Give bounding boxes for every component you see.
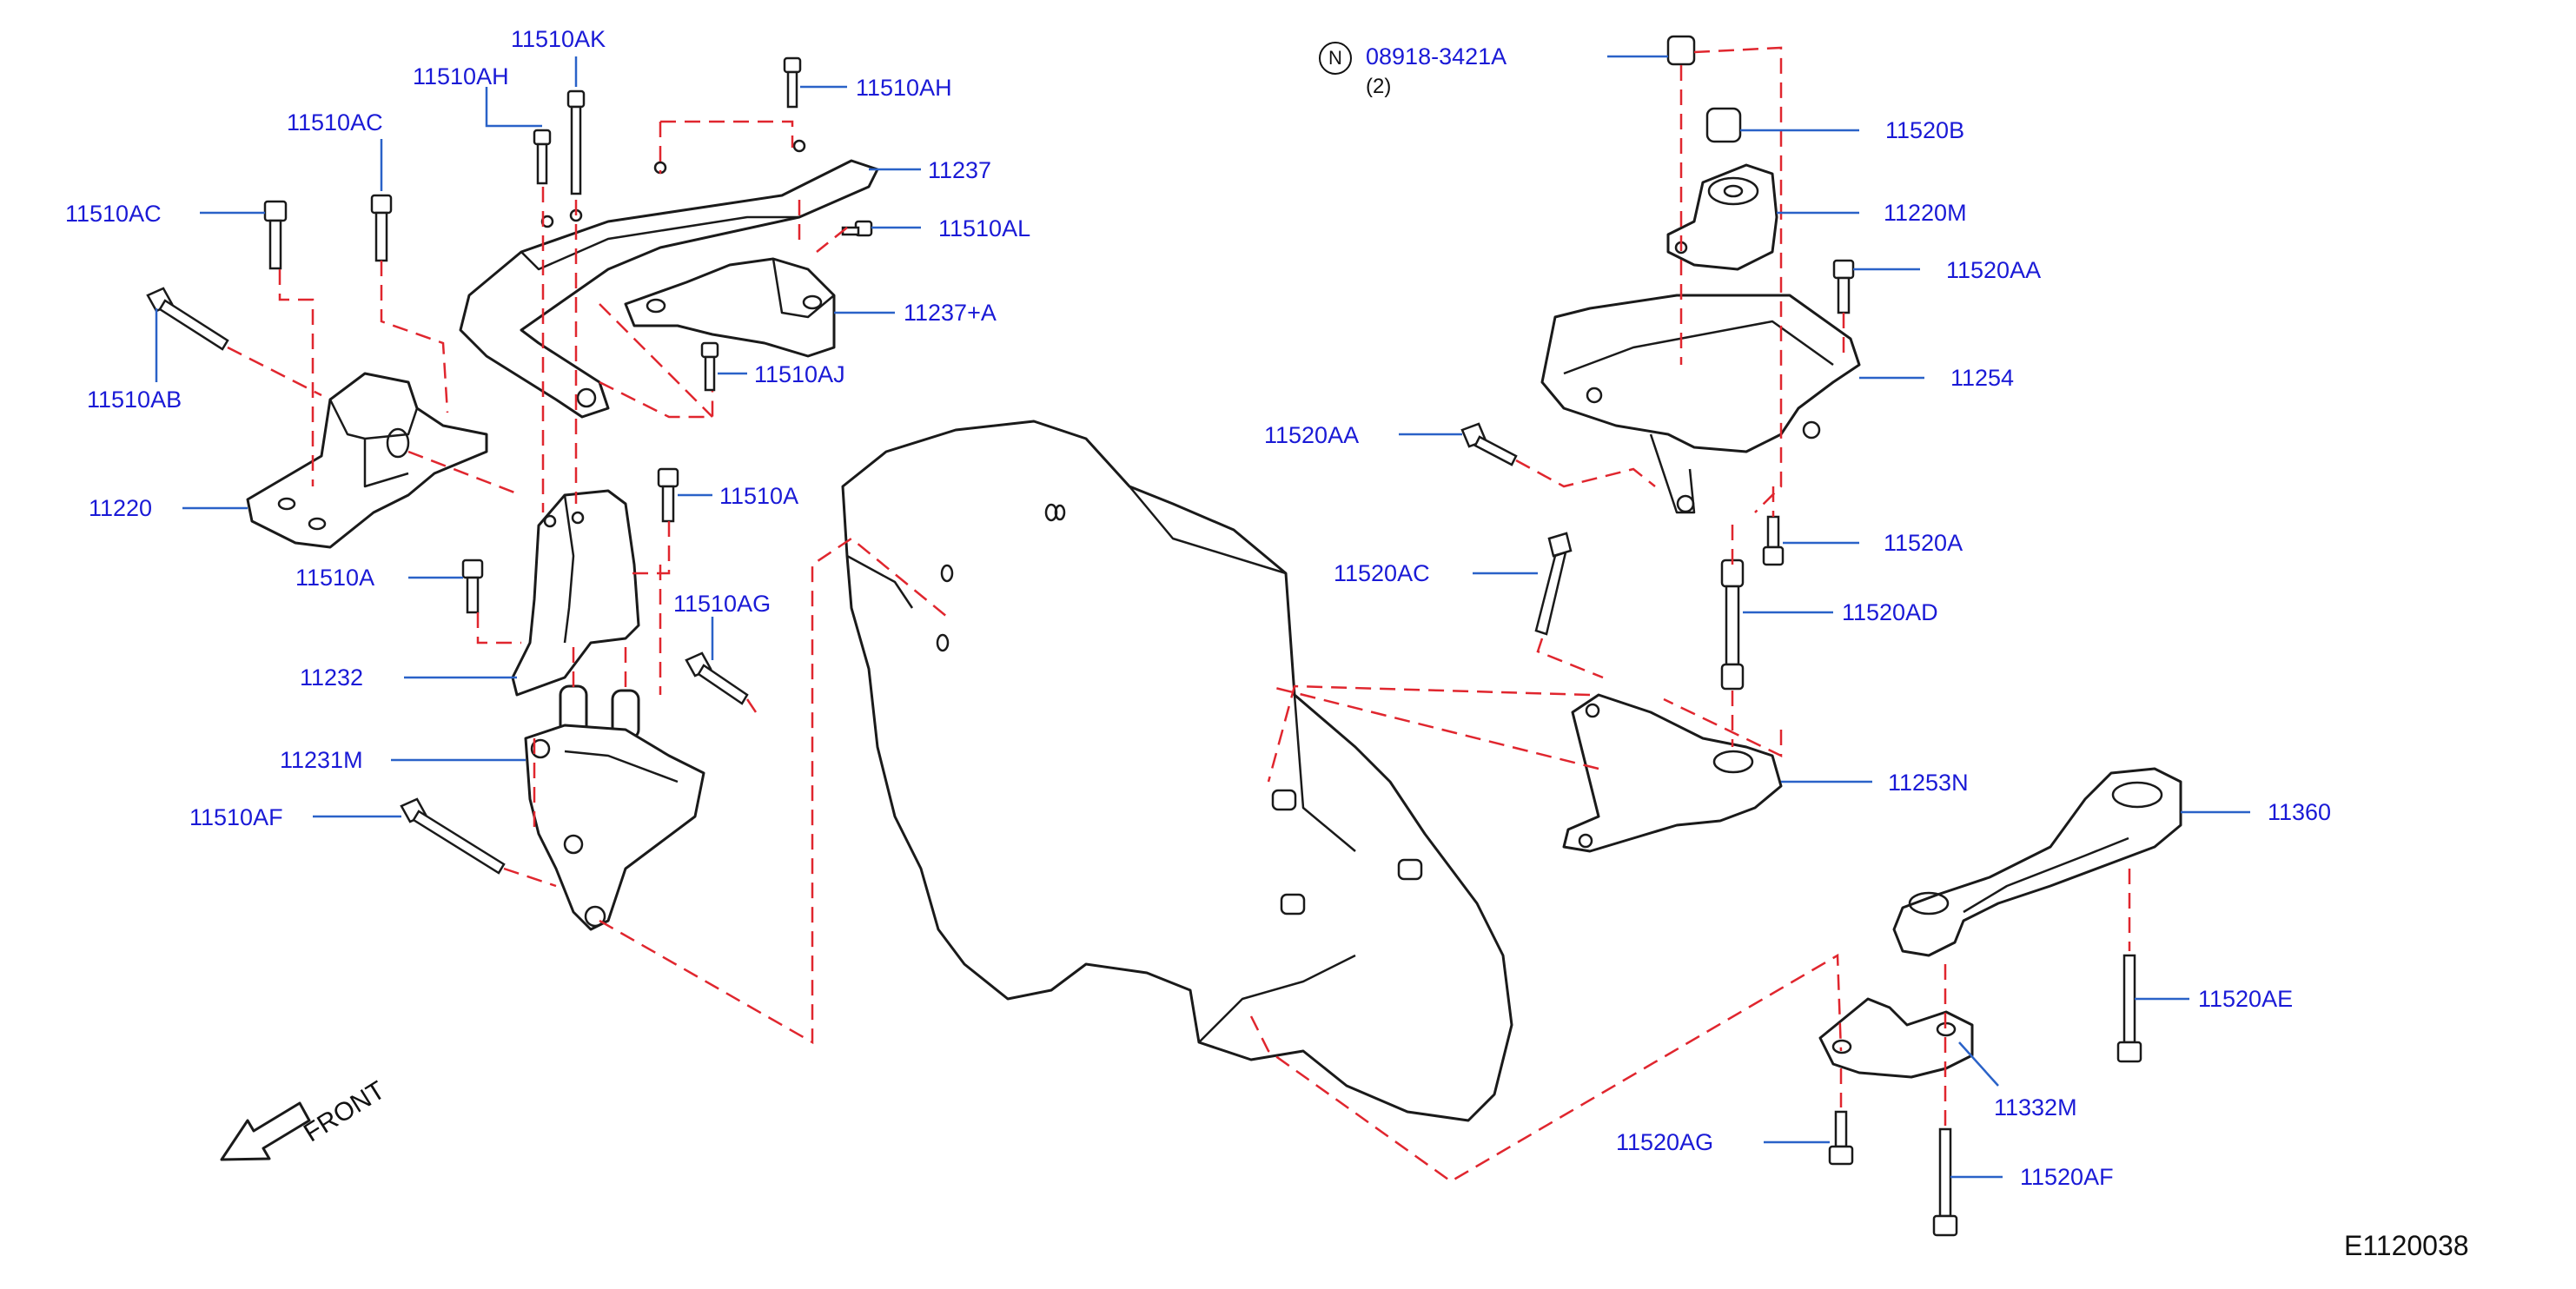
- bolt-11510ab: [146, 287, 229, 351]
- label-11520aa-right: 11520AA: [1946, 257, 2042, 283]
- label-11360: 11360: [2268, 799, 2332, 825]
- label-11520ad: 11520AD: [1842, 599, 1938, 625]
- diagram-code: E1120038: [2344, 1230, 2469, 1261]
- label-11520ag: 11520AG: [1616, 1129, 1714, 1155]
- stud-11520ad: [1720, 559, 1745, 691]
- part-11231m-mount: [524, 684, 705, 931]
- front-arrow-icon: [220, 1101, 311, 1161]
- bolt-11520af: [1932, 1127, 1958, 1237]
- label-11510a-right: 11510A: [719, 483, 799, 509]
- label-11232: 11232: [300, 664, 364, 691]
- leader-lines: [155, 55, 2250, 1179]
- nut-11520b: [1705, 107, 1742, 143]
- part-11237a-bracket: [624, 257, 836, 358]
- label-11510ah-left: 11510AH: [413, 63, 509, 89]
- bolt-11520ac: [1534, 532, 1573, 636]
- label-11510af: 11510AF: [189, 804, 283, 830]
- bolt-11520ag: [1828, 1110, 1854, 1166]
- label-11510aj: 11510AJ: [754, 361, 845, 387]
- label-11332m: 11332M: [1994, 1094, 2077, 1120]
- bolt-11510ag: [685, 651, 749, 705]
- label-11253n: 11253N: [1888, 770, 1969, 796]
- engine-block: [841, 420, 1513, 1122]
- label-11254: 11254: [1950, 365, 2015, 391]
- bolt-11520aa-right: [1832, 259, 1855, 314]
- bolt-11510ah-left: [533, 129, 552, 185]
- bolt-11520a: [1762, 515, 1785, 566]
- label-11520ae: 11520AE: [2198, 986, 2294, 1012]
- n-circle-icon: N: [1319, 42, 1352, 75]
- label-11237: 11237: [928, 157, 992, 183]
- label-11510a-left: 11510A: [295, 565, 375, 591]
- label-11520ac: 11520AC: [1334, 560, 1430, 586]
- part-11232-bracket: [511, 489, 640, 697]
- part-11220m-mount: [1666, 163, 1778, 271]
- bolt-11520ae: [2116, 954, 2142, 1063]
- bolts: [146, 35, 2142, 1237]
- assembly-guides: [227, 46, 2131, 1183]
- label-11510ak: 11510AK: [511, 26, 606, 52]
- label-11520aa-left: 11520AA: [1264, 422, 1360, 448]
- bolt-11510ak: [566, 89, 586, 195]
- label-11220: 11220: [89, 495, 153, 521]
- label-11520a: 11520A: [1884, 530, 1963, 556]
- bolt-11510ah-top: [783, 56, 802, 109]
- part-11332m-bracket: [1818, 997, 1974, 1079]
- label-11510ac-left: 11510AC: [65, 201, 162, 227]
- label-11510ag: 11510AG: [673, 591, 771, 617]
- bolt-11510a-left: [461, 559, 484, 614]
- nut-08918-3421a: [1666, 35, 1696, 66]
- label-11520b: 11520B: [1885, 117, 1965, 143]
- label-11231m: 11231M: [280, 747, 363, 773]
- bolt-11510ac-top: [370, 194, 393, 262]
- label-11237a: 11237+A: [904, 300, 997, 326]
- bolt-11510aj: [700, 341, 719, 392]
- label-11220m: 11220M: [1884, 200, 1967, 226]
- bolt-11510af: [400, 797, 506, 875]
- label-11510al: 11510AL: [938, 215, 1031, 241]
- label-11510ah-top: 11510AH: [856, 75, 952, 101]
- bolt-11510a-right: [657, 467, 679, 523]
- label-11520af: 11520AF: [2020, 1164, 2114, 1190]
- part-11220-mount: [246, 372, 488, 549]
- bolt-11520aa-left: [1460, 422, 1518, 466]
- part-11253n-bracket: [1562, 693, 1783, 853]
- bolt-11510ac-left: [263, 200, 288, 270]
- label-quantity: (2): [1366, 75, 1392, 98]
- label-11510ab: 11510AB: [87, 387, 182, 413]
- label-11510ac-top: 11510AC: [287, 109, 383, 136]
- part-11360-torque-rod: [1892, 767, 2182, 957]
- label-08918-3421a: 08918-3421A: [1366, 43, 1507, 69]
